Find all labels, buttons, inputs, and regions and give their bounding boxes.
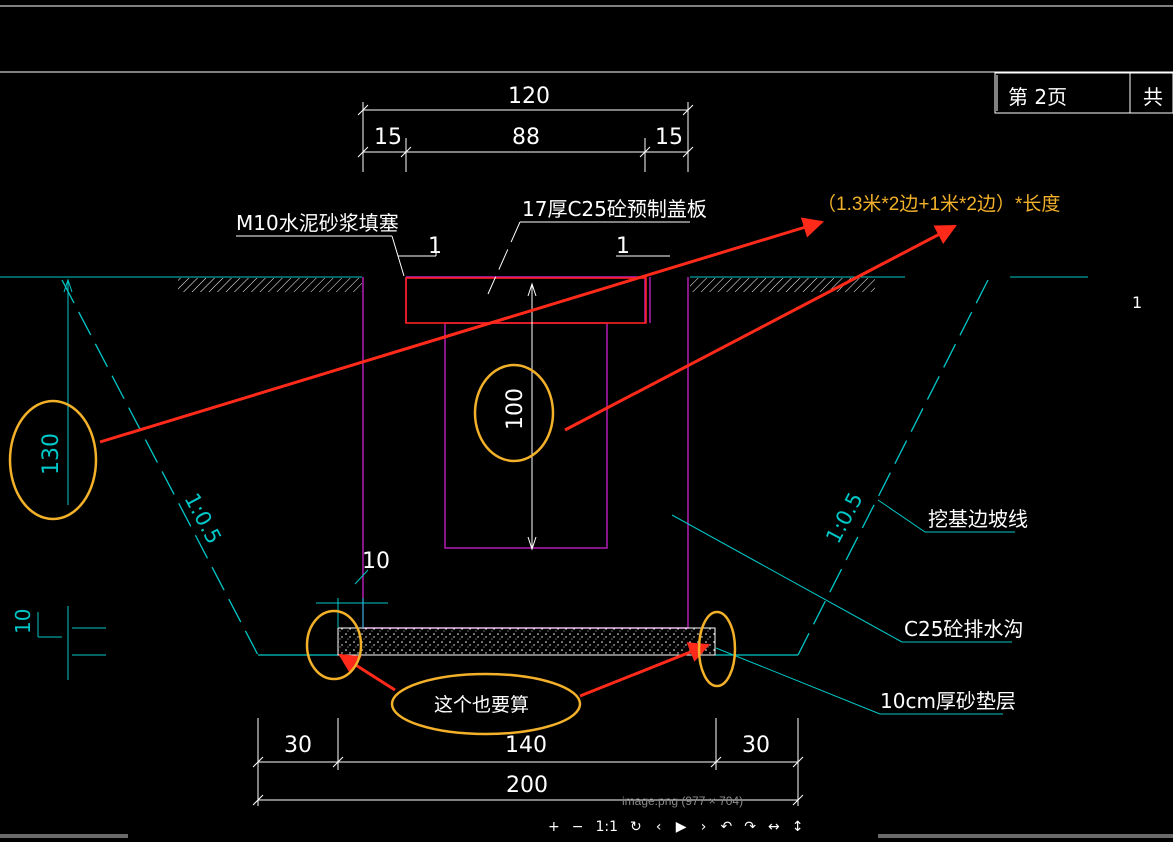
- viewer-strip-right: [878, 834, 1173, 838]
- dim-88-label: 88: [512, 125, 540, 150]
- total-label: 共: [1143, 85, 1163, 109]
- viewer-toolbar: + − 1:1 ↻ ‹ ▶ › ↶ ↷ ↔ ↕: [548, 816, 803, 838]
- page-label: 第 2页: [1008, 85, 1067, 109]
- dim-30-right-label: 30: [742, 733, 770, 758]
- bottom-dimensions: [252, 718, 804, 806]
- highlight-cushion-left: [305, 609, 363, 681]
- gap-left-label: 1: [428, 234, 442, 259]
- also-count-bubble: [390, 672, 582, 736]
- dim-inner-depth: 100: [503, 282, 537, 551]
- formula-annotation: （1.3米*2边+1米*2边）*长度: [817, 193, 1060, 215]
- image-caption: image.png (977 × 704): [622, 794, 744, 808]
- flip-horizontal-icon[interactable]: ↔: [767, 819, 780, 835]
- dim-120-label: 120: [508, 84, 550, 109]
- gap-right-label: 1: [616, 234, 630, 259]
- sand-cushion: [337, 627, 716, 656]
- highlight-100: [473, 363, 555, 463]
- dim-10-horizontal-label: 10: [362, 549, 390, 574]
- rotate-left-icon[interactable]: ↶: [720, 819, 733, 835]
- dim-15-left-label: 15: [374, 125, 402, 150]
- annotation-arrows: [99, 217, 957, 698]
- top-dimensions: [357, 102, 694, 172]
- ground-line: [0, 276, 1088, 292]
- previous-icon[interactable]: ‹: [655, 819, 662, 835]
- cover-plate-label: 17厚C25砼预制盖板: [522, 197, 707, 221]
- highlight-ellipses: [8, 363, 737, 736]
- mortar-label: M10水泥砂浆填塞: [236, 211, 399, 235]
- play-icon[interactable]: ▶: [675, 819, 687, 835]
- highlight-130: [8, 399, 98, 521]
- dim-200-label: 200: [506, 773, 548, 798]
- cover-plate: [405, 277, 647, 324]
- next-icon[interactable]: ›: [700, 819, 707, 835]
- excavation-line-label: 挖基边坡线: [928, 507, 1028, 531]
- zoom-out-icon[interactable]: −: [571, 819, 584, 835]
- cover-leader: [487, 221, 690, 295]
- dim-10-vertical-label: 10: [11, 609, 35, 634]
- dim-130-label: 130: [39, 433, 64, 475]
- viewer-strip-left: [0, 834, 128, 838]
- ground-hatch-right: [690, 278, 875, 292]
- dim-30-left-label: 30: [284, 733, 312, 758]
- excavation-slope: [61, 279, 989, 656]
- highlight-cushion-right: [697, 610, 737, 688]
- dim-15-right-label: 15: [655, 125, 683, 150]
- dim-cushion-thickness: [37, 606, 106, 680]
- dim-100-label: 100: [503, 388, 528, 430]
- drainage-ditch: [362, 276, 689, 629]
- rotate-right-icon[interactable]: ↷: [744, 819, 756, 835]
- ditch-label: C25砼排水沟: [904, 617, 1023, 641]
- drawing-frame: [0, 5, 1173, 73]
- side-mark-label: 1: [1132, 293, 1142, 312]
- dim-130: [63, 278, 73, 505]
- right-leaders: [671, 499, 1015, 715]
- also-count-annotation: 这个也要算: [434, 694, 529, 716]
- mortar-leader: [236, 235, 437, 277]
- flip-vertical-icon[interactable]: ↕: [791, 819, 804, 835]
- sand-layer-label: 10cm厚砂垫层: [880, 689, 1016, 713]
- title-block: 第 2页 共: [994, 72, 1173, 114]
- zoom-in-icon[interactable]: +: [548, 819, 560, 835]
- slope-right-label: 1:0.5: [821, 489, 867, 548]
- dim-140-label: 140: [505, 733, 547, 758]
- actual-size-button[interactable]: 1:1: [595, 819, 618, 835]
- rotate-icon[interactable]: ↻: [630, 819, 642, 835]
- dim-cushion-width: [316, 569, 388, 628]
- ground-hatch-left: [178, 278, 362, 292]
